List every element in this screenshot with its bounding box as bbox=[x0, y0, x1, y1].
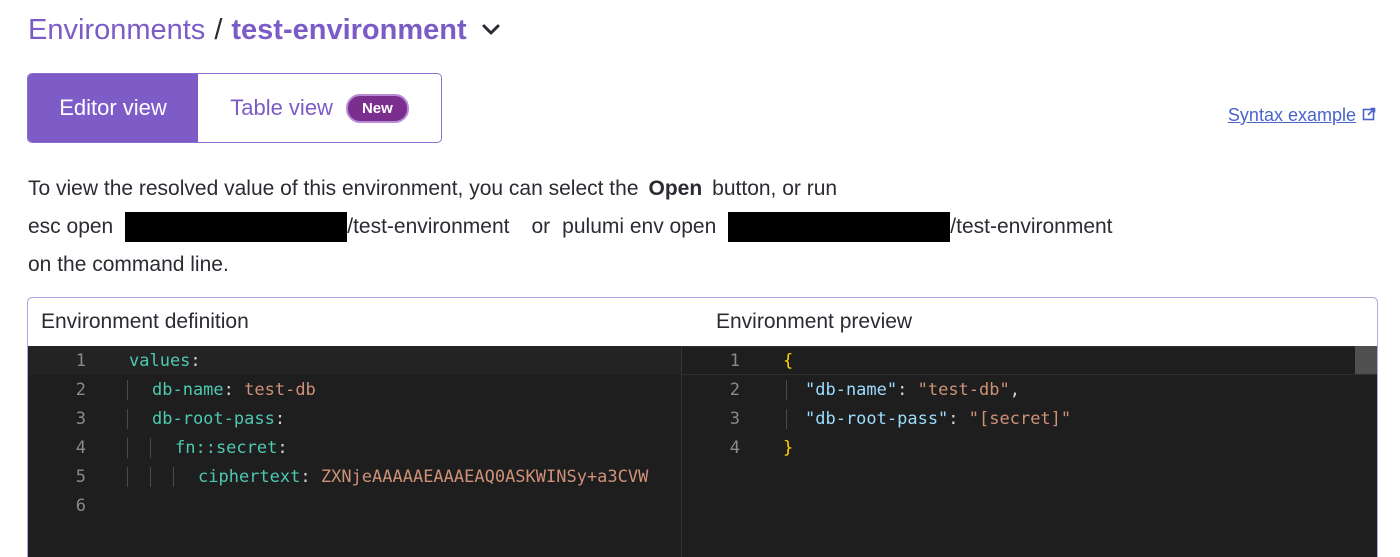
yaml-key: values bbox=[129, 350, 191, 371]
code-line: 4 } bbox=[682, 433, 1377, 462]
info-line-1: To view the resolved value of this envir… bbox=[28, 170, 1113, 208]
definition-title: Environment definition bbox=[41, 310, 249, 333]
yaml-value: test-db bbox=[244, 379, 316, 400]
info-line-1-suffix: button, or run bbox=[712, 177, 838, 200]
json-key: "db-root-pass" bbox=[805, 408, 949, 429]
json-brace: { bbox=[783, 350, 794, 371]
line-number: 4 bbox=[75, 437, 86, 458]
preview-editor[interactable]: 1 { 2 "db-name": "test-db", 3 bbox=[682, 346, 1377, 557]
esc-command-suffix: /test-environment bbox=[347, 215, 510, 238]
line-number: 3 bbox=[75, 408, 86, 429]
json-brace: } bbox=[783, 437, 794, 458]
syntax-example-link[interactable]: Syntax example bbox=[1228, 105, 1376, 126]
syntax-example-label: Syntax example bbox=[1227, 105, 1356, 125]
line-number: 3 bbox=[729, 408, 740, 429]
panel-header: Environment definition Environment previ… bbox=[28, 298, 1377, 346]
code-line: 2 db-name: test-db bbox=[28, 375, 681, 404]
preview-title: Environment preview bbox=[716, 310, 913, 333]
table-view-tab[interactable]: Table view New bbox=[198, 74, 441, 142]
code-line: 2 "db-name": "test-db", bbox=[682, 375, 1377, 404]
breadcrumb-environments-link[interactable]: Environments bbox=[28, 13, 206, 46]
code-line: 1 values: bbox=[28, 346, 681, 375]
line-number: 2 bbox=[75, 379, 86, 400]
yaml-key: ciphertext bbox=[198, 466, 301, 487]
code-line: 5 ciphertext: ZXNjeAAAAAEAAAEAQ0ASKWINSy… bbox=[28, 462, 681, 491]
line-number: 2 bbox=[729, 379, 740, 400]
code-line: 3 "db-root-pass": "[secret]" bbox=[682, 404, 1377, 433]
code-line: 4 fn::secret: bbox=[28, 433, 681, 462]
json-key: "db-name" bbox=[805, 379, 898, 400]
external-link-icon bbox=[1362, 105, 1376, 126]
editor-panes: 1 values: 2 db-name: test-db 3 bbox=[28, 346, 1377, 557]
info-line-2: esc open /test-environment or pulumi env… bbox=[28, 208, 1113, 246]
chevron-down-icon[interactable] bbox=[481, 23, 501, 37]
view-toggle: Editor view Table view New bbox=[27, 73, 442, 143]
or-text: or bbox=[531, 215, 551, 238]
code-line: 1 { bbox=[682, 346, 1377, 375]
pulumi-command-suffix: /test-environment bbox=[950, 215, 1113, 238]
line-number: 5 bbox=[75, 466, 86, 487]
esc-command-prefix: esc open bbox=[28, 215, 114, 238]
table-view-label: Table view bbox=[230, 95, 333, 120]
info-line-1-prefix: To view the resolved value of this envir… bbox=[28, 177, 639, 200]
json-value: "test-db" bbox=[917, 379, 1010, 400]
breadcrumb: Environments / test-environment bbox=[28, 10, 501, 50]
info-text: To view the resolved value of this envir… bbox=[28, 170, 1113, 284]
redacted-org-name bbox=[125, 212, 348, 242]
info-line-3-text: on the command line. bbox=[28, 253, 229, 276]
editor-view-tab[interactable]: Editor view bbox=[28, 74, 198, 142]
yaml-key: db-root-pass bbox=[152, 408, 275, 429]
breadcrumb-separator: / bbox=[214, 13, 223, 46]
code-line: 6 bbox=[28, 491, 681, 520]
line-number: 6 bbox=[75, 495, 86, 516]
definition-editor[interactable]: 1 values: 2 db-name: test-db 3 bbox=[28, 346, 682, 557]
environment-editor-panel: Environment definition Environment previ… bbox=[27, 297, 1378, 557]
line-number: 1 bbox=[729, 350, 740, 371]
open-keyword: Open bbox=[648, 177, 703, 200]
line-number: 4 bbox=[729, 437, 740, 458]
pulumi-command-prefix: pulumi env open bbox=[562, 215, 717, 238]
code-line: 3 db-root-pass: bbox=[28, 404, 681, 433]
breadcrumb-current-environment: test-environment bbox=[231, 13, 467, 46]
preview-scrollbar[interactable] bbox=[1355, 346, 1377, 374]
yaml-value: ZXNjeAAAAAEAAAEAQ0ASKWINSy+a3CVW bbox=[320, 466, 649, 487]
editor-view-label: Editor view bbox=[59, 95, 167, 120]
yaml-key: db-name bbox=[152, 379, 224, 400]
new-badge: New bbox=[345, 93, 409, 123]
info-line-3: on the command line. bbox=[28, 246, 1113, 284]
json-value: "[secret]" bbox=[968, 408, 1072, 429]
redacted-org-name bbox=[728, 212, 951, 242]
yaml-key: fn::secret bbox=[175, 437, 278, 458]
line-number: 1 bbox=[75, 350, 86, 371]
